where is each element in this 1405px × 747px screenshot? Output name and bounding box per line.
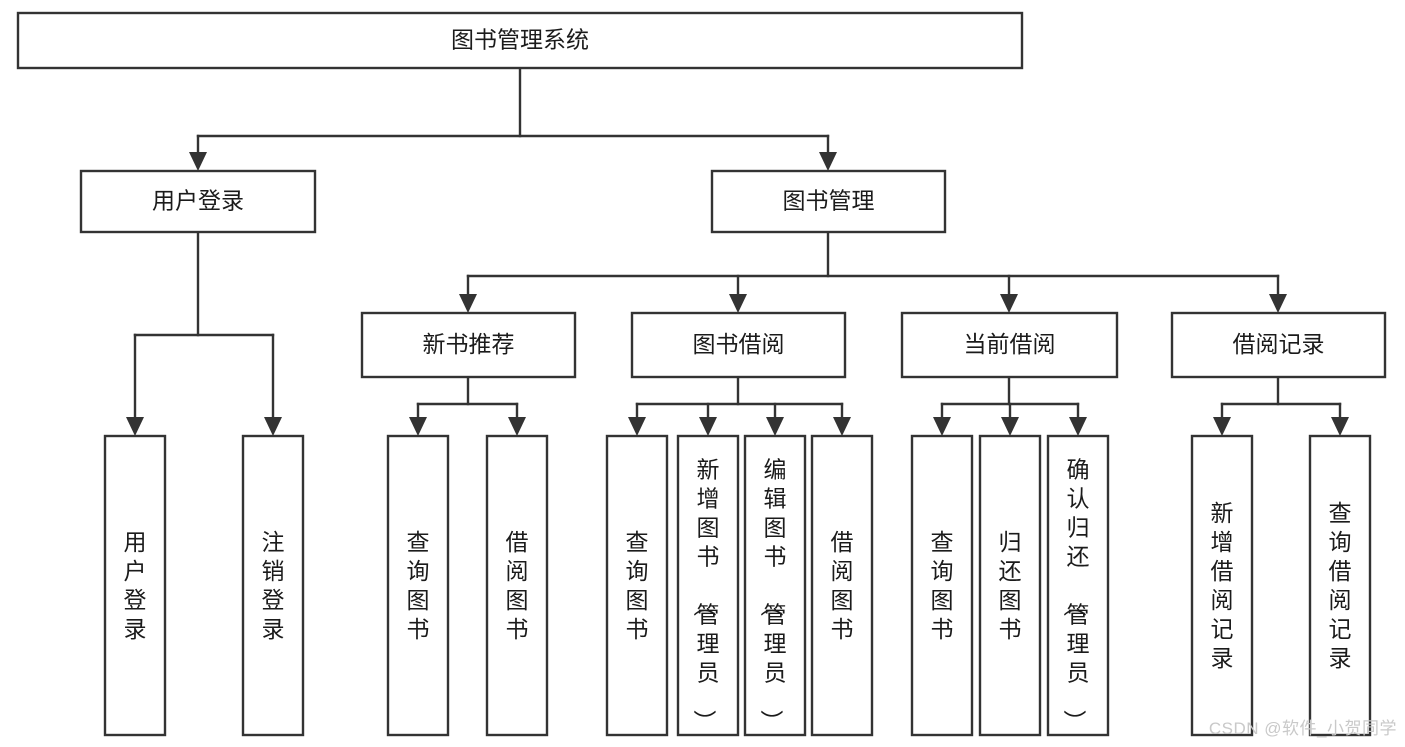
csdn-watermark: CSDN @软件_小贺同学 bbox=[1208, 719, 1397, 738]
leaf-node-10-box bbox=[1046, 434, 1110, 737]
edge-arrowhead bbox=[766, 417, 784, 436]
leaf-node-6[interactable]: 编辑图书（管理员） bbox=[743, 434, 807, 737]
leaf-node-10[interactable]: 确认归还（管理员） bbox=[1046, 434, 1110, 737]
leaf-node-4-box bbox=[605, 434, 669, 737]
level2-node-1-label: 图书管理 bbox=[783, 188, 875, 214]
edge-arrowhead bbox=[508, 417, 526, 436]
leaf-node-5-label: 新增图书（管理员） bbox=[692, 457, 720, 733]
level2-node-0[interactable]: 用户登录 bbox=[79, 169, 317, 234]
level3-node-3-label: 借阅记录 bbox=[1233, 331, 1325, 357]
leaf-node-9-box bbox=[978, 434, 1042, 737]
leaf-node-9[interactable]: 归还图书 bbox=[978, 434, 1042, 737]
edge-arrowhead bbox=[628, 417, 646, 436]
node-layer: 图书管理系统用户登录图书管理新书推荐图书借阅当前借阅借阅记录用户登录注销登录查询… bbox=[16, 11, 1387, 737]
leaf-node-8[interactable]: 查询图书 bbox=[910, 434, 974, 737]
level3-node-0-label: 新书推荐 bbox=[423, 331, 515, 357]
edge-arrowhead bbox=[833, 417, 851, 436]
level3-node-1-label: 图书借阅 bbox=[693, 331, 785, 357]
leaf-node-11[interactable]: 新增借阅记录 bbox=[1190, 434, 1254, 737]
leaf-node-12-label: 查询借阅记录 bbox=[1329, 500, 1352, 671]
level3-node-0-box bbox=[360, 311, 577, 379]
leaf-node-0[interactable]: 用户登录 bbox=[103, 434, 167, 737]
leaf-node-8-box bbox=[910, 434, 974, 737]
edge-layer bbox=[126, 66, 1349, 436]
edge-arrowhead bbox=[933, 417, 951, 436]
edge-arrowhead bbox=[1213, 417, 1231, 436]
level3-node-0[interactable]: 新书推荐 bbox=[360, 311, 577, 379]
edge-arrowhead bbox=[264, 417, 282, 436]
level2-node-0-label: 用户登录 bbox=[152, 188, 244, 214]
level3-node-2[interactable]: 当前借阅 bbox=[900, 311, 1119, 379]
edge-arrowhead bbox=[189, 152, 207, 171]
root-node-label: 图书管理系统 bbox=[451, 27, 589, 53]
level2-node-1[interactable]: 图书管理 bbox=[710, 169, 947, 234]
leaf-node-5-box bbox=[676, 434, 740, 737]
leaf-node-0-box bbox=[103, 434, 167, 737]
leaf-node-1[interactable]: 注销登录 bbox=[241, 434, 305, 737]
leaf-node-2-label: 查询图书 bbox=[407, 529, 430, 642]
leaf-node-2-box bbox=[386, 434, 450, 737]
level3-node-3-box bbox=[1170, 311, 1387, 379]
level3-node-2-box bbox=[900, 311, 1119, 379]
edge-arrowhead bbox=[1331, 417, 1349, 436]
edge-arrowhead bbox=[409, 417, 427, 436]
leaf-node-12[interactable]: 查询借阅记录 bbox=[1308, 434, 1372, 737]
edge-arrowhead bbox=[1269, 294, 1287, 313]
leaf-node-3-label: 借阅图书 bbox=[506, 529, 529, 642]
leaf-node-5[interactable]: 新增图书（管理员） bbox=[676, 434, 740, 737]
leaf-node-7-label: 借阅图书 bbox=[831, 529, 854, 642]
level2-node-1-box bbox=[710, 169, 947, 234]
level2-node-0-box bbox=[79, 169, 317, 234]
level3-node-1-box bbox=[630, 311, 847, 379]
leaf-node-8-label: 查询图书 bbox=[931, 529, 954, 642]
leaf-node-2[interactable]: 查询图书 bbox=[386, 434, 450, 737]
leaf-node-7[interactable]: 借阅图书 bbox=[810, 434, 874, 737]
leaf-node-1-label: 注销登录 bbox=[262, 529, 285, 642]
leaf-node-10-label: 确认归还（管理员） bbox=[1062, 457, 1090, 733]
edge-arrowhead bbox=[699, 417, 717, 436]
leaf-node-1-box bbox=[241, 434, 305, 737]
edge-arrowhead bbox=[729, 294, 747, 313]
leaf-node-11-label: 新增借阅记录 bbox=[1211, 500, 1234, 671]
level3-node-2-label: 当前借阅 bbox=[964, 331, 1056, 357]
leaf-node-6-label: 编辑图书（管理员） bbox=[759, 457, 787, 733]
edge-arrowhead bbox=[126, 417, 144, 436]
leaf-node-0-label: 用户登录 bbox=[124, 529, 147, 642]
edge-arrowhead bbox=[819, 152, 837, 171]
root-node[interactable]: 图书管理系统 bbox=[16, 11, 1024, 70]
leaf-node-6-box bbox=[743, 434, 807, 737]
leaf-node-4[interactable]: 查询图书 bbox=[605, 434, 669, 737]
level3-node-1[interactable]: 图书借阅 bbox=[630, 311, 847, 379]
edge-arrowhead bbox=[1000, 294, 1018, 313]
edge-arrowhead bbox=[459, 294, 477, 313]
leaf-node-3[interactable]: 借阅图书 bbox=[485, 434, 549, 737]
edge-arrowhead bbox=[1069, 417, 1087, 436]
leaf-node-12-box bbox=[1308, 434, 1372, 737]
level3-node-3[interactable]: 借阅记录 bbox=[1170, 311, 1387, 379]
edge-arrowhead bbox=[1001, 417, 1019, 436]
leaf-node-11-box bbox=[1190, 434, 1254, 737]
leaf-node-3-box bbox=[485, 434, 549, 737]
leaf-node-7-box bbox=[810, 434, 874, 737]
leaf-node-9-label: 归还图书 bbox=[999, 529, 1022, 642]
root-node-box bbox=[16, 11, 1024, 70]
leaf-node-4-label: 查询图书 bbox=[626, 529, 649, 642]
